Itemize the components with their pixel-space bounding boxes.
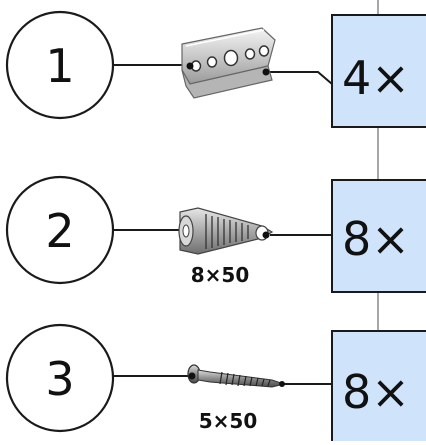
- wall-plug-icon: [178, 207, 274, 255]
- size-label-3: 5×50: [199, 409, 258, 433]
- part-number-1: 1: [45, 39, 74, 93]
- part-number-2: 2: [45, 204, 74, 258]
- part-row-2: 2 8×50 8×: [5, 175, 426, 293]
- size-label-2: 8×50: [191, 263, 250, 287]
- rail-bracket-icon: [181, 27, 276, 99]
- quantity-label-3: 8×: [342, 365, 410, 419]
- part-row-3: 3 5×50 8×: [5, 323, 426, 444]
- part-number-circle-3: [5, 323, 115, 433]
- part-number-3: 3: [45, 352, 74, 406]
- quantity-box-2: [331, 179, 426, 293]
- leader-line-1b: [266, 71, 333, 85]
- part-row-1: 1 4×: [5, 10, 426, 128]
- quantity-box-1: [331, 14, 426, 128]
- quantity-label-1: 4×: [342, 51, 410, 105]
- quantity-label-2: 8×: [342, 212, 410, 266]
- screw-icon: [187, 364, 286, 388]
